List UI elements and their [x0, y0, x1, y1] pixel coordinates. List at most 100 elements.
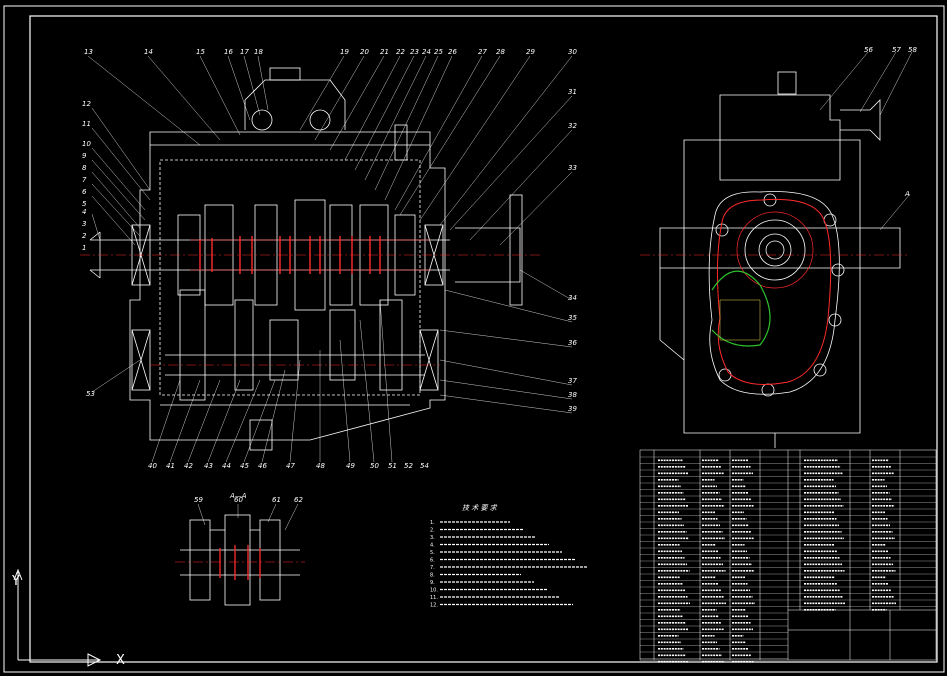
top-cover — [149, 131, 431, 145]
callout-45: 45 — [240, 462, 249, 470]
callout-34: 34 — [568, 294, 577, 302]
outer-border — [3, 5, 945, 673]
callout-left-9: 9 — [82, 152, 87, 160]
cgear-3 — [269, 319, 299, 381]
note-5: 5. — [430, 550, 435, 556]
callout-32: 32 — [568, 122, 577, 130]
inner-frame — [29, 15, 938, 663]
callout-left-5: 5 — [82, 200, 87, 208]
output-flange — [509, 194, 523, 306]
callout-22: 22 — [396, 48, 405, 56]
shift-pivot-left — [251, 109, 273, 131]
note-12: 12. — [430, 603, 438, 609]
shift-knob — [269, 67, 301, 81]
callout-31: 31 — [568, 88, 577, 96]
housing-outline — [129, 144, 446, 441]
section-aa — [180, 514, 300, 606]
top-leaders — [87, 55, 573, 463]
gear-4 — [294, 199, 326, 311]
callout-left-1: 1 — [82, 244, 86, 252]
cgear-5 — [379, 299, 403, 391]
cgear-4 — [329, 309, 356, 381]
callout-27: 27 — [478, 48, 487, 56]
callout-left-3: 3 — [82, 220, 86, 228]
callout-left-8: 8 — [82, 164, 87, 172]
section-aa-red — [175, 545, 305, 580]
callout-left-2: 2 — [82, 232, 87, 240]
callout-left-7: 7 — [82, 176, 87, 184]
note-7: 7. — [430, 565, 435, 571]
note-11: 11. — [430, 595, 438, 601]
housing-inner-hidden — [159, 159, 421, 396]
callout-53: 53 — [86, 390, 95, 398]
callout-21: 21 — [380, 48, 389, 56]
side-view-label: A — [904, 190, 910, 198]
bearings — [131, 224, 444, 391]
note-1: 1. — [430, 520, 435, 526]
drain-plug — [249, 419, 273, 451]
shift-pivot-right — [309, 109, 331, 131]
callout-left-10: 10 — [82, 140, 91, 148]
callout-28: 28 — [496, 48, 505, 56]
note-6: 6. — [430, 558, 435, 564]
callout-left-6: 6 — [82, 188, 87, 196]
side-flange-left — [659, 268, 685, 361]
ucs-icon — [13, 568, 102, 667]
detent-plug — [394, 124, 408, 161]
callout-13: 13 — [84, 48, 93, 56]
callout-section-60: 60 — [234, 496, 243, 504]
note-2: 2. — [430, 528, 435, 534]
side-bearing-outer — [744, 219, 806, 281]
countershaft-lines — [165, 354, 425, 376]
callout-51: 51 — [388, 462, 397, 470]
callout-section-61: 61 — [272, 496, 281, 504]
technical-notes: 1.2.3.4.5.6.7.8.9.10.11.12. — [430, 520, 588, 609]
callout-48: 48 — [316, 462, 325, 470]
callout-54: 54 — [420, 462, 429, 470]
section-title: A—A — [229, 492, 247, 500]
parts-list-rows — [640, 456, 936, 663]
callout-43: 43 — [204, 462, 213, 470]
note-4: 4. — [430, 543, 435, 549]
side-gasket-outline — [708, 191, 840, 395]
side-cover — [719, 94, 841, 181]
callout-16: 16 — [224, 48, 233, 56]
parts-list-table — [639, 449, 937, 661]
callout-44: 44 — [222, 462, 231, 470]
callout-40: 40 — [148, 462, 157, 470]
callout-18: 18 — [254, 48, 263, 56]
callout-side-57: 57 — [892, 46, 901, 54]
callout-20: 20 — [360, 48, 369, 56]
notes-title: 技 术 要 求 — [462, 504, 498, 512]
note-3: 3. — [430, 535, 435, 541]
side-lever — [840, 99, 881, 141]
note-8: 8. — [430, 573, 435, 579]
green-gear — [711, 270, 771, 347]
callout-38: 38 — [568, 391, 577, 399]
side-view-color — [640, 198, 910, 385]
note-9: 9. — [430, 580, 435, 586]
callout-26: 26 — [448, 48, 457, 56]
side-housing — [683, 139, 861, 434]
callout-left-12: 12 — [82, 100, 91, 108]
callout-36: 36 — [568, 339, 577, 347]
callout-46: 46 — [258, 462, 267, 470]
callout-52: 52 — [404, 462, 413, 470]
callout-15: 15 — [196, 48, 205, 56]
callout-19: 19 — [340, 48, 349, 56]
callout-29: 29 — [526, 48, 535, 56]
callout-50: 50 — [370, 462, 379, 470]
callout-25: 25 — [434, 48, 443, 56]
callout-39: 39 — [568, 405, 577, 413]
callout-49: 49 — [346, 462, 355, 470]
callout-section-59: 59 — [194, 496, 203, 504]
callout-42: 42 — [184, 462, 193, 470]
callout-left-11: 11 — [82, 120, 91, 128]
